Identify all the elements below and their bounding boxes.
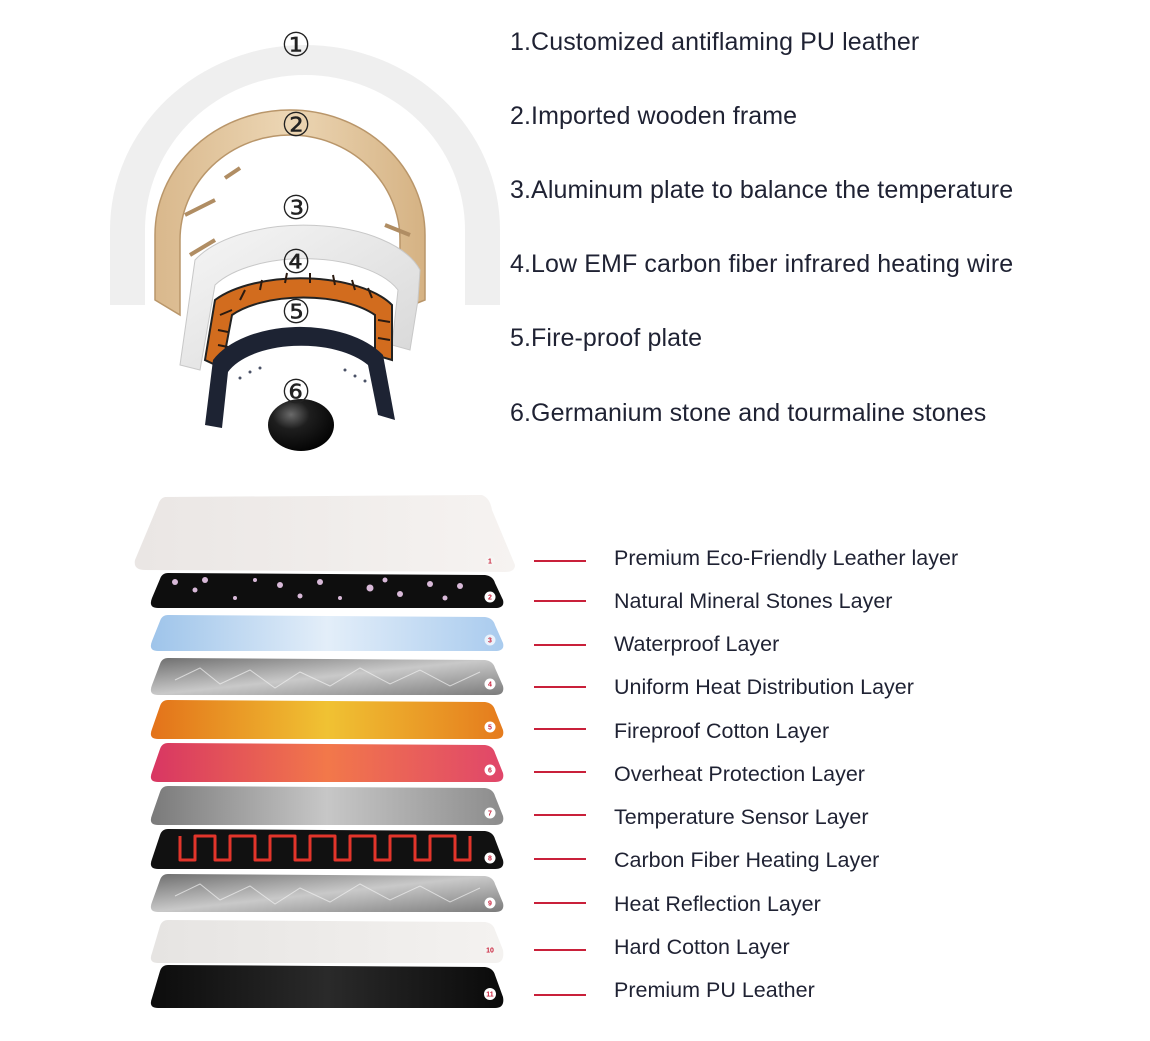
layer-2-mineral-stones (150, 573, 504, 608)
germanium-stone (268, 399, 334, 451)
layer-number-3: 3 (488, 638, 492, 645)
layer-number-6: 6 (488, 768, 492, 775)
dome-label-4: 4.Low EMF carbon fiber infrared heating … (510, 250, 1014, 278)
layer-number-badge-4 (484, 678, 496, 690)
layer-1-eco-leather (134, 495, 515, 572)
layer-5-fireproof-cotton (150, 700, 504, 739)
dome-label-1: 1.Customized antiflaming PU leather (510, 28, 920, 56)
leader-line-4 (534, 686, 586, 688)
layer-number-badge-8 (484, 852, 496, 864)
dome-label-2: 2.Imported wooden frame (510, 102, 798, 130)
heating-wire-pattern (217, 272, 391, 348)
layer-label-11: Premium PU Leather (614, 978, 815, 1002)
layer-10-hard-cotton (150, 920, 504, 963)
layer-number-9: 9 (488, 901, 492, 908)
layer-number-7: 7 (488, 811, 492, 818)
heating-wire-zigzag (178, 834, 472, 862)
layer-6-overheat-protection (150, 743, 504, 782)
layer-number-badge-10 (484, 944, 496, 956)
marker-4: ④ (281, 242, 311, 281)
marker-2: ② (281, 105, 311, 144)
layer-number-badge-7 (484, 807, 496, 819)
layer-number-badge-1 (485, 556, 495, 566)
aluminum-plate-arch (179, 224, 421, 371)
dome-label-5: 5.Fire-proof plate (510, 324, 703, 352)
layer-label-3: Waterproof Layer (614, 632, 780, 656)
layer-number-8: 8 (488, 856, 492, 863)
leader-line-2 (534, 600, 586, 602)
leader-line-5 (534, 728, 586, 730)
layer-label-6: Overheat Protection Layer (614, 762, 865, 786)
leader-line-11 (534, 994, 586, 996)
layer-label-1: Premium Eco-Friendly Leather layer (614, 546, 959, 570)
layer-label-4: Uniform Heat Distribution Layer (614, 675, 914, 699)
leader-line-8 (534, 858, 586, 860)
marker-3: ③ (281, 188, 311, 227)
layer-number-4: 4 (488, 682, 492, 689)
layer-number-badge-11 (484, 988, 496, 1000)
marker-6: ⑥ (281, 372, 311, 411)
layer-number-badge-6 (484, 764, 496, 776)
layer-number-badge-3 (484, 634, 496, 646)
layer-stack-diagram: 1 2 3 4 5 6 7 8 9 10 11 (134, 495, 515, 1008)
layer-number-1: 1 (488, 559, 492, 566)
layer-9-heat-reflection (150, 874, 504, 912)
fireproof-plate-dots (238, 366, 367, 383)
layer-label-2: Natural Mineral Stones Layer (614, 589, 893, 613)
leader-line-9 (534, 902, 586, 904)
leader-line-7 (534, 814, 586, 816)
wooden-frame-arch (154, 109, 426, 317)
foil-texture (174, 667, 481, 689)
layer-3-waterproof (150, 615, 504, 651)
marker-1: ① (281, 25, 311, 64)
foil-texture-2 (174, 883, 481, 905)
layer-7-temperature-sensor (150, 786, 504, 825)
layer-label-7: Temperature Sensor Layer (614, 805, 869, 829)
leader-line-1 (534, 560, 586, 562)
layer-label-5: Fireproof Cotton Layer (614, 719, 830, 743)
mineral-stones-dots (172, 577, 463, 601)
layer-number-2: 2 (488, 595, 492, 602)
dome-label-6: 6.Germanium stone and tourmaline stones (510, 399, 987, 427)
marker-5: ⑤ (281, 292, 311, 331)
layer-number-badge-5 (484, 721, 496, 733)
layer-number-11: 11 (486, 992, 494, 999)
layer-number-badge-2 (484, 591, 496, 603)
layer-label-9: Heat Reflection Layer (614, 892, 821, 916)
leader-line-6 (534, 771, 586, 773)
dome-label-3: 3.Aluminum plate to balance the temperat… (510, 176, 1014, 204)
leader-line-10 (534, 949, 586, 951)
layer-4-heat-distribution (150, 658, 504, 695)
layer-label-10: Hard Cotton Layer (614, 935, 790, 959)
layer-label-8: Carbon Fiber Heating Layer (614, 848, 880, 872)
leader-line-3 (534, 644, 586, 646)
dome-exploded-diagram: ① ② ③ ④ ⑤ ⑥ (110, 25, 500, 451)
layer-11-pu-leather (150, 965, 504, 1008)
fireproof-plate-arch (205, 326, 395, 428)
layer-number-badge-9 (484, 897, 496, 909)
layer-number-5: 5 (488, 725, 492, 732)
heating-wire-plate (203, 277, 393, 370)
layer-number-10: 10 (486, 948, 494, 955)
